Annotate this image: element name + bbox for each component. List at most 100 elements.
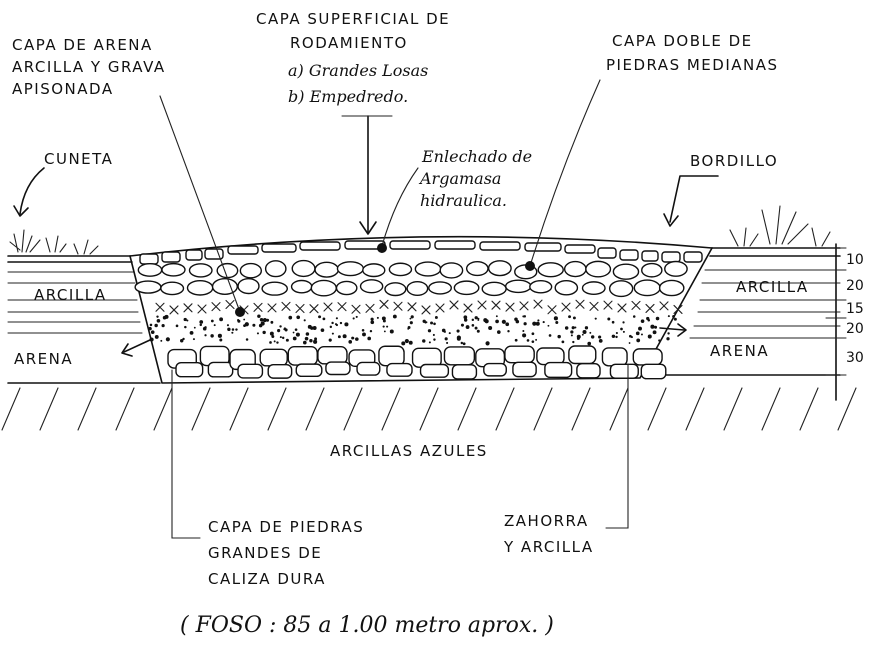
gravel-cross xyxy=(183,303,193,313)
sand-dot xyxy=(161,324,165,328)
sand-dot xyxy=(331,321,334,325)
sand-dot xyxy=(572,340,575,344)
sand-dot xyxy=(465,325,470,329)
sand-dot xyxy=(342,334,347,339)
sand-dot xyxy=(231,328,235,331)
large-stones-layer xyxy=(167,345,667,380)
sand-dot xyxy=(182,337,185,341)
sand-dot xyxy=(622,330,625,333)
sand-dot xyxy=(620,327,623,331)
medium-stone xyxy=(264,260,287,278)
large-stone xyxy=(443,346,476,366)
sand-dot xyxy=(460,341,464,345)
clay-hatch xyxy=(39,387,59,431)
clay-hatch xyxy=(647,387,667,431)
sand-dot xyxy=(283,327,286,330)
sand-dot xyxy=(526,339,530,342)
gravel-cross xyxy=(407,302,417,312)
gravel-cross xyxy=(379,299,389,309)
sand-dot xyxy=(607,317,611,321)
sand-dot xyxy=(244,322,249,327)
gravel-cross xyxy=(631,300,641,310)
sand-dot xyxy=(463,318,468,322)
sand-dot xyxy=(655,316,660,321)
gravel-cross xyxy=(309,304,319,314)
sand-dot xyxy=(598,339,603,343)
sand-dot xyxy=(632,315,636,318)
large-stone xyxy=(317,346,348,365)
sand-dot xyxy=(256,332,259,335)
capa-arena-line2: ARCILLA Y GRAVA xyxy=(12,58,166,76)
medium-stone xyxy=(161,262,186,277)
large-stone xyxy=(609,363,639,379)
sand-dot xyxy=(477,319,480,321)
sand-dot xyxy=(348,340,353,344)
sand-dot xyxy=(156,315,159,318)
sand-dot xyxy=(210,319,214,323)
large-stone xyxy=(512,361,537,378)
sand-dot xyxy=(199,323,203,327)
large-stone xyxy=(175,362,204,378)
medium-stone xyxy=(658,279,685,297)
sand-dot xyxy=(427,329,432,333)
grass-tufts xyxy=(9,205,831,255)
gravel-cross xyxy=(505,302,515,312)
gravel-cross xyxy=(463,303,473,313)
sand-dot xyxy=(339,321,343,325)
piedras-grandes-line3: CALIZA DURA xyxy=(208,570,326,588)
medium-stone xyxy=(633,279,661,297)
blue-clay-hatching xyxy=(1,387,857,431)
sand-dot xyxy=(318,315,322,319)
sand-dot xyxy=(227,327,231,332)
sand-dot xyxy=(570,334,573,337)
dim-20b: 20 xyxy=(846,321,864,337)
sand-dot xyxy=(456,329,460,333)
labels: CAPA SUPERFICIAL DE RODAMIENTO a) Grande… xyxy=(12,10,807,638)
enlechado-line1: Enlechado de xyxy=(421,147,532,166)
sand-dot xyxy=(382,325,385,328)
gravel-cross xyxy=(393,301,403,311)
sand-dot xyxy=(615,331,618,335)
sand-dot xyxy=(277,329,281,332)
clay-hatch xyxy=(685,387,705,431)
sand-dot xyxy=(164,314,169,319)
left-soil-layers xyxy=(7,255,161,384)
sand-dot xyxy=(288,315,293,320)
large-stone xyxy=(267,363,293,379)
sand-dot xyxy=(314,337,318,341)
sand-dot xyxy=(303,319,306,322)
clay-hatch xyxy=(343,387,363,431)
sand-dot xyxy=(231,331,234,334)
sand-dot xyxy=(303,340,307,345)
gravel-cross xyxy=(435,303,445,313)
large-stone xyxy=(237,363,264,379)
sand-dot xyxy=(226,324,229,327)
medium-stone xyxy=(554,279,579,296)
sand-dot xyxy=(542,321,545,324)
gravel-cross xyxy=(491,300,501,310)
sand-dot xyxy=(313,339,318,344)
capa-superficial-line3: a) Grandes Losas xyxy=(288,61,428,80)
gravel-cross xyxy=(211,302,221,312)
large-stone xyxy=(451,364,478,380)
sand-dot xyxy=(522,329,525,333)
sand-dot xyxy=(505,322,510,327)
medium-stone xyxy=(335,280,358,296)
gravel-cross xyxy=(169,305,179,315)
medium-stone xyxy=(664,260,688,277)
large-stone xyxy=(640,363,667,380)
sand-dot xyxy=(309,339,313,343)
large-stone xyxy=(259,348,288,367)
sand-dot xyxy=(259,317,264,322)
sand-dot xyxy=(334,323,338,326)
gravel-cross xyxy=(533,299,543,309)
dimension-scale xyxy=(825,243,847,401)
sand-dot xyxy=(337,335,341,339)
sand-dot xyxy=(522,333,527,338)
sand-dot xyxy=(257,314,261,318)
sand-dot xyxy=(294,328,298,331)
sand-dot xyxy=(667,315,670,318)
sand-dot xyxy=(409,317,412,320)
sand-dot xyxy=(598,335,602,339)
dim-30: 30 xyxy=(846,350,864,366)
